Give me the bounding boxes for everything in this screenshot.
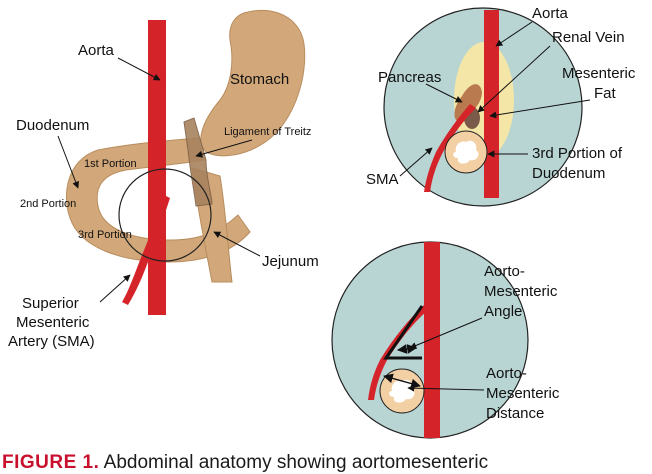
renal-vein-label: Renal Vein	[552, 29, 625, 46]
figure-caption-text: Abdominal anatomy showing aortomesenteri…	[103, 452, 489, 473]
mesenteric-fat-label-line1: Mesenteric	[562, 65, 636, 82]
stomach-label: Stomach	[230, 71, 289, 88]
jejunum-pointer	[213, 231, 261, 257]
bottom-right-aorta	[424, 242, 440, 438]
angle-label-line3: Angle	[484, 303, 522, 320]
tr-sma-pointer	[399, 147, 433, 177]
sma-pointer	[99, 274, 131, 303]
angle-label-line1: Aorto-	[484, 263, 525, 280]
bottom-right-panel: Aorto- Mesenteric Angle Aorto- Mesenteri…	[331, 241, 560, 439]
pancreas-shape	[454, 84, 482, 122]
distance-label-line1: Aorto-	[486, 365, 527, 382]
duodenum-shape	[65, 137, 251, 263]
jejunum-label: Jejunum	[262, 253, 319, 270]
sma-label-line1: Superior	[22, 295, 79, 312]
mesenteric-fat-pointer	[489, 99, 591, 119]
portion-1-label: 1st Portion	[84, 158, 137, 170]
tr-sma-label: SMA	[366, 171, 399, 188]
angle-label-line2: Mesenteric	[484, 283, 558, 300]
left-panel: Aorta Stomach Duodenum Ligament of Treit…	[8, 9, 319, 350]
portion-2-label: 2nd Portion	[20, 198, 76, 210]
bottom-right-sma	[368, 305, 428, 400]
top-right-duodenum-lumen	[453, 140, 479, 164]
top-right-panel: Aorta Renal Vein Pancreas Mesenteric Fat…	[366, 5, 636, 207]
tr-aorta-pointer	[495, 21, 533, 47]
distance-pointer	[407, 384, 485, 392]
duodenum-pointer	[57, 135, 80, 189]
mesenteric-fat-label-line2: Fat	[594, 85, 617, 102]
distance-label-line2: Mesenteric	[486, 385, 560, 402]
ligament-pointer	[195, 139, 253, 158]
figure-caption-label: FIGURE 1.	[2, 452, 100, 473]
stomach-shape	[200, 9, 306, 157]
portion-3-label: 3rd Portion	[78, 229, 132, 241]
distance-label-line3: Distance	[486, 405, 544, 422]
third-portion-label-line2: Duodenum	[532, 165, 605, 182]
left-sma	[122, 195, 170, 305]
distance-arrow	[383, 373, 421, 389]
third-portion-label-line1: 3rd Portion of	[532, 145, 623, 162]
ligament-of-treitz-shape	[183, 117, 213, 207]
renal-vein-pointer	[477, 45, 551, 113]
figure-caption: FIGURE 1. Abdominal anatomy showing aort…	[2, 452, 652, 474]
left-aorta	[148, 20, 166, 315]
duodenum-label: Duodenum	[16, 117, 89, 134]
sma-label-line2: Mesenteric	[16, 314, 90, 331]
left-zoom-circle	[118, 168, 212, 262]
tr-pancreas-pointer	[425, 83, 463, 103]
tr-aorta-label: Aorta	[532, 5, 569, 22]
aorto-mesenteric-angle-triangle	[383, 305, 424, 360]
sma-label-line3: Artery (SMA)	[8, 333, 95, 350]
ligament-of-treitz-label: Ligament of Treitz	[224, 126, 311, 138]
angle-pointer	[409, 317, 483, 349]
left-aorta-label: Aorta	[78, 42, 115, 59]
tr-pancreas-label: Pancreas	[378, 69, 441, 86]
left-aorta-pointer	[117, 57, 161, 81]
top-right-sma	[424, 104, 476, 192]
